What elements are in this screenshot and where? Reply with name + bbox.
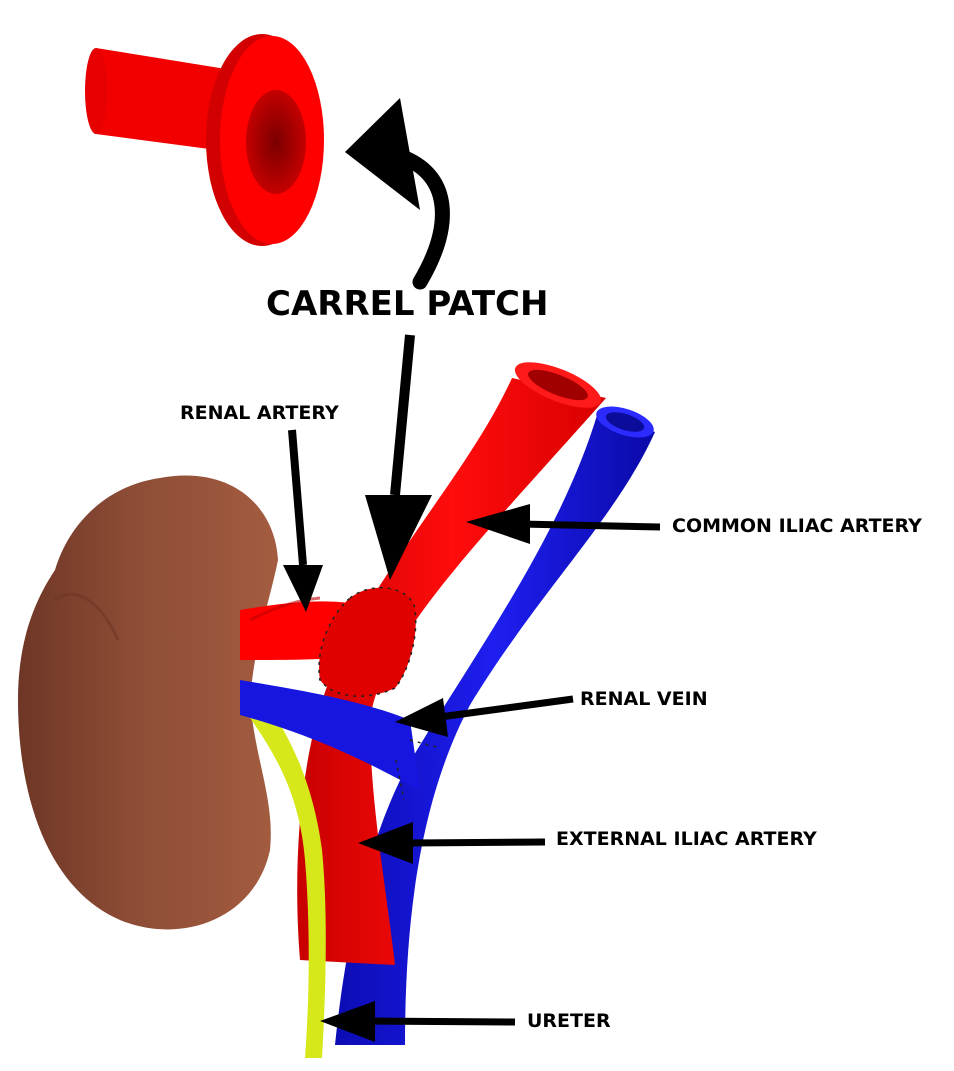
kidney (18, 475, 278, 930)
carrel-patch-illustration (85, 34, 324, 246)
curved-arrow-icon (345, 98, 450, 290)
iliac-vein (335, 406, 655, 1045)
label-carrel-patch: CARREL PATCH (266, 284, 549, 324)
anastomosis-site (318, 587, 441, 801)
renal-vein (240, 680, 420, 790)
patch-tube-end (85, 48, 107, 134)
label-renal-artery: RENAL ARTERY (180, 402, 339, 424)
iliac-artery (297, 362, 606, 965)
ureter (248, 705, 326, 1058)
label-ureter: URETER (527, 1010, 611, 1032)
patch-tube (90, 48, 232, 152)
patch-lumen (246, 90, 306, 194)
label-external-iliac-artery: EXTERNAL ILIAC ARTERY (556, 828, 817, 850)
label-renal-vein: RENAL VEIN (580, 688, 708, 710)
label-common-iliac-artery: COMMON ILIAC ARTERY (672, 515, 922, 537)
pointer-arrows (283, 334, 661, 1042)
